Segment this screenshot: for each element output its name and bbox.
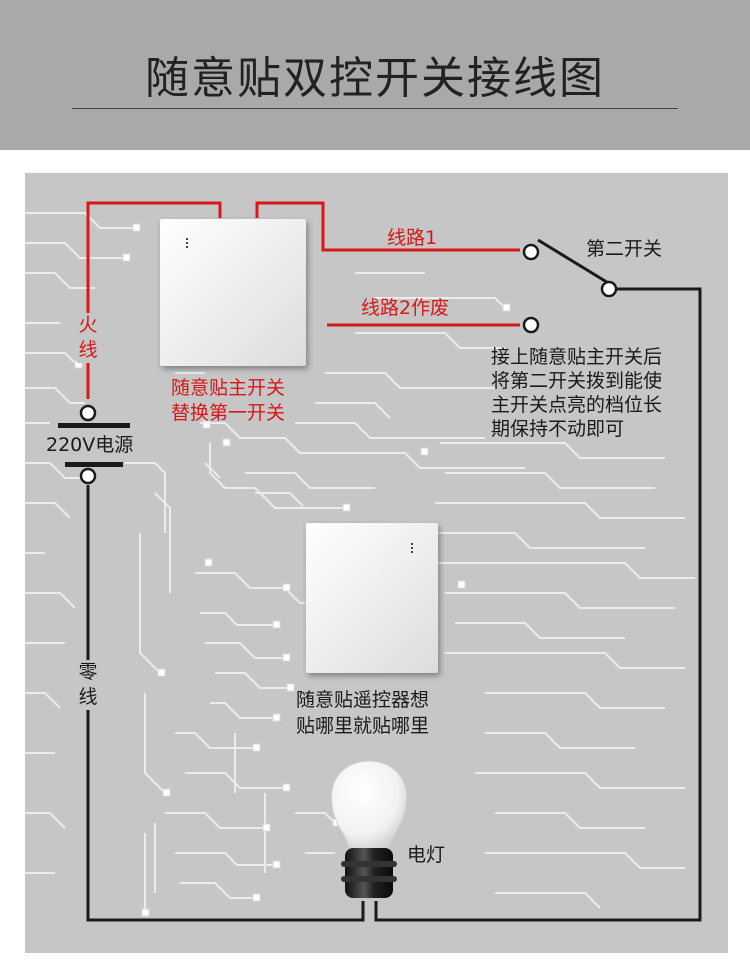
- line2-obsolete-label: 线路2作废: [361, 297, 450, 319]
- circuit-traces: [25, 212, 695, 913]
- neutral-line-label: 零线: [77, 660, 99, 710]
- lamp-icon: [331, 760, 407, 898]
- indicator-dots: [411, 543, 413, 553]
- power-plate-top: [58, 423, 130, 428]
- main-switch-label-line2: 替换第一开关: [171, 402, 286, 424]
- trace-pads: [74, 223, 511, 917]
- lamp-label: 电灯: [407, 844, 446, 866]
- second-switch-label: 第二开关: [586, 238, 663, 260]
- power-source-label: 220V电源: [46, 434, 134, 456]
- wiring-diagram: [25, 201, 702, 922]
- remote-label-line1: 随意贴遥控器想: [296, 689, 430, 711]
- terminal-common: [600, 280, 618, 298]
- main-switch-label-line1: 随意贴主开关: [171, 377, 286, 399]
- terminal-line1: [522, 243, 540, 261]
- terminal-power-bottom: [79, 467, 97, 485]
- live-wire: [86, 201, 520, 399]
- wiring-diagram-board: 线路1 线路2作废 第二开关 火线 220V电源 零线 随意贴主开关 替换第一开…: [25, 173, 728, 953]
- terminal-power-top: [79, 404, 97, 422]
- note-line-2: 将第二开关拨到能使: [491, 370, 663, 392]
- header-banner: 随意贴双控开关接线图: [0, 0, 750, 150]
- note-line-1: 接上随意贴主开关后: [491, 346, 663, 368]
- line1-label: 线路1: [387, 227, 438, 249]
- indicator-dots: [186, 238, 188, 248]
- fire-line-label: 火线: [77, 313, 99, 363]
- main-switch-plate: [160, 219, 306, 366]
- remote-label-line2: 贴哪里就贴哪里: [296, 715, 430, 737]
- power-plate-bottom: [65, 462, 123, 467]
- terminals: [79, 243, 618, 485]
- page-title: 随意贴双控开关接线图: [145, 53, 605, 104]
- remote-switch-plate: [306, 523, 438, 673]
- terminal-line2: [522, 316, 540, 334]
- note-line-4: 期保持不动即可: [491, 418, 625, 440]
- title-divider: [72, 108, 678, 109]
- note-line-3: 主开关点亮的档位长: [491, 394, 663, 416]
